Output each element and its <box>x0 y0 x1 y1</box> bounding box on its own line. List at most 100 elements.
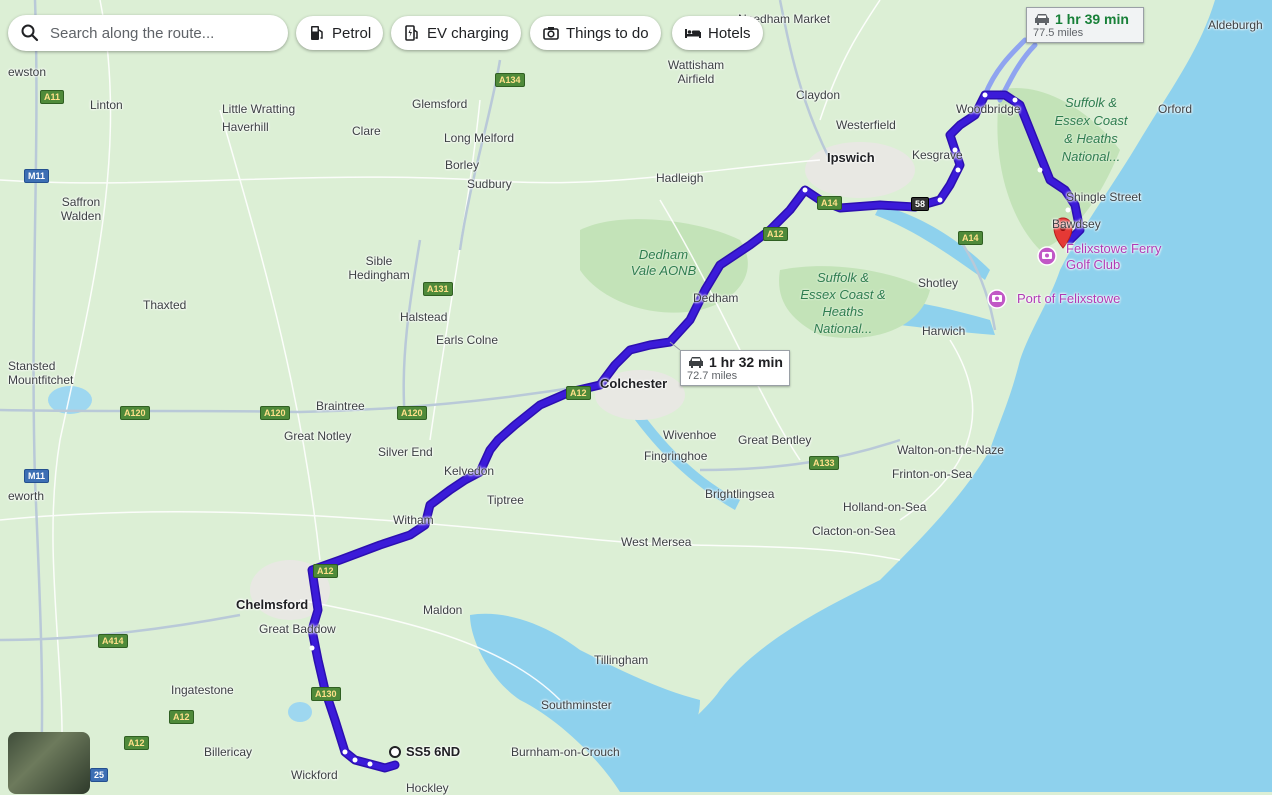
reservoir-2 <box>288 702 312 722</box>
port-poi-label[interactable]: Port of Felixstowe <box>1017 291 1121 306</box>
place-label: Borley <box>445 158 480 172</box>
place-label: Claydon <box>796 88 841 102</box>
minor-roads <box>0 0 974 792</box>
place-label: Clare <box>352 124 381 138</box>
place-label: Tillingham <box>594 653 649 667</box>
place-label: Wivenhoe <box>663 428 717 442</box>
place-label: Billericay <box>204 745 253 759</box>
road-shield: A12 <box>313 564 338 578</box>
alt-route-line[interactable] <box>982 37 1028 98</box>
estuary-colne <box>635 410 740 510</box>
road-shield: A12 <box>124 736 149 750</box>
place-label: Burnham-on-Crouch <box>511 745 620 759</box>
place-label: Earls Colne <box>436 333 499 347</box>
place-label: Long Melford <box>444 131 515 145</box>
reservoir <box>48 386 92 414</box>
place-label: Saffron Walden <box>60 195 102 223</box>
search-icon <box>21 24 39 42</box>
place-label: Fingringhoe <box>644 449 708 463</box>
golf-club-poi-icon[interactable] <box>1037 246 1057 266</box>
road-shield: A120 <box>397 406 427 420</box>
place-label: Linton <box>90 98 123 112</box>
place-label: Dedham <box>693 291 739 305</box>
road-shield: 25 <box>90 768 109 782</box>
road-shield: A131 <box>423 282 453 296</box>
fuel-icon <box>311 26 323 40</box>
place-label: Shotley <box>918 276 959 290</box>
place-label: eworth <box>8 489 45 503</box>
place-label: Woodbridge <box>956 102 1021 116</box>
alt-route-info-box[interactable]: 1 hr 39 min 77.5 miles <box>1026 7 1144 43</box>
road-shield: A11 <box>40 90 65 104</box>
origin-label[interactable]: SS5 6ND <box>406 744 461 759</box>
road-shield: A12 <box>763 227 788 241</box>
place-label: Little Wratting <box>222 102 296 116</box>
place-label: ewston <box>8 65 47 79</box>
destination-poi-label[interactable]: Felixstowe Ferry Golf Club <box>1066 241 1162 272</box>
place-label: West Mersea <box>621 535 692 549</box>
place-label: Southminster <box>541 698 612 712</box>
road-shield: A12 <box>169 710 194 724</box>
ev-charging-icon <box>405 25 418 41</box>
place-label: Braintree <box>316 399 365 413</box>
place-label: Harwich <box>922 324 966 338</box>
alt-route-duration: 1 hr 39 min <box>1055 11 1129 27</box>
place-label: Sible Hedingham <box>348 254 410 282</box>
sea <box>620 0 1272 792</box>
place-label: Tiptree <box>487 493 524 507</box>
road-shield: A414 <box>98 634 128 648</box>
route-waypoint-dots <box>309 92 1071 767</box>
place-label: Great Baddow <box>259 622 336 636</box>
chip-label: Petrol <box>332 24 372 42</box>
chip-ev-charging[interactable]: EV charging <box>391 16 521 50</box>
place-label: Ingatestone <box>171 683 234 697</box>
main-route-duration: 1 hr 32 min <box>709 354 783 370</box>
road-shield: A14 <box>817 196 842 210</box>
stour-coast-area <box>779 266 930 338</box>
place-label: Thaxted <box>143 298 187 312</box>
town-label: Colchester <box>600 376 668 391</box>
place-label: Walton-on-the-Naze <box>897 443 1004 457</box>
place-label: Kesgrave <box>912 148 963 162</box>
place-label: Maldon <box>423 603 463 617</box>
chip-hotels[interactable]: Hotels <box>672 16 763 50</box>
place-label: Westerfield <box>836 118 896 132</box>
place-label: Frinton-on-Sea <box>892 467 973 481</box>
colchester-urban <box>595 370 685 420</box>
chip-label: EV charging <box>427 24 509 42</box>
place-label: Shingle Street <box>1066 190 1142 204</box>
place-label: Silver End <box>378 445 433 459</box>
road-shield: A14 <box>958 231 983 245</box>
road-shield: A120 <box>260 406 290 420</box>
search-input[interactable] <box>48 23 272 43</box>
layers-thumbnail[interactable] <box>8 732 90 794</box>
place-label: Great Bentley <box>738 433 812 447</box>
place-label: Clacton-on-Sea <box>812 524 896 538</box>
destination-pin-icon[interactable] <box>1053 217 1073 249</box>
main-route-info-box[interactable]: 1 hr 32 min 72.7 miles <box>680 350 790 386</box>
origin-marker[interactable] <box>389 746 401 758</box>
route-search-bar[interactable] <box>8 15 288 51</box>
port-poi-icon[interactable] <box>987 289 1007 309</box>
place-label: Bawdsey <box>1052 217 1101 231</box>
road-shield: 58 <box>911 197 930 211</box>
area-label: Suffolk & Essex Coast & Heaths National.… <box>1054 95 1128 164</box>
chip-label: Hotels <box>708 24 751 42</box>
road-shield: M11 <box>24 469 50 483</box>
place-label: Glemsford <box>412 97 468 111</box>
alt-route-distance: 77.5 miles <box>1033 27 1084 39</box>
place-label: Needham Market <box>738 12 831 26</box>
place-label: Holland-on-Sea <box>843 500 927 514</box>
chip-petrol[interactable]: Petrol <box>296 16 384 50</box>
road-shield: A12 <box>566 386 591 400</box>
estuary-blackwater <box>470 613 700 792</box>
chip-things-to-do[interactable]: Things to do <box>530 16 661 50</box>
estuary-orwell <box>875 205 990 280</box>
place-label: Kelvedon <box>444 464 495 478</box>
place-label: Aldeburgh <box>1208 18 1263 32</box>
place-label: Brightlingsea <box>705 487 775 501</box>
place-label: Haverhill <box>222 120 269 134</box>
place-label: Stansted Mountfitchet <box>8 359 74 387</box>
place-label: Wattisham Airfield <box>667 58 725 86</box>
